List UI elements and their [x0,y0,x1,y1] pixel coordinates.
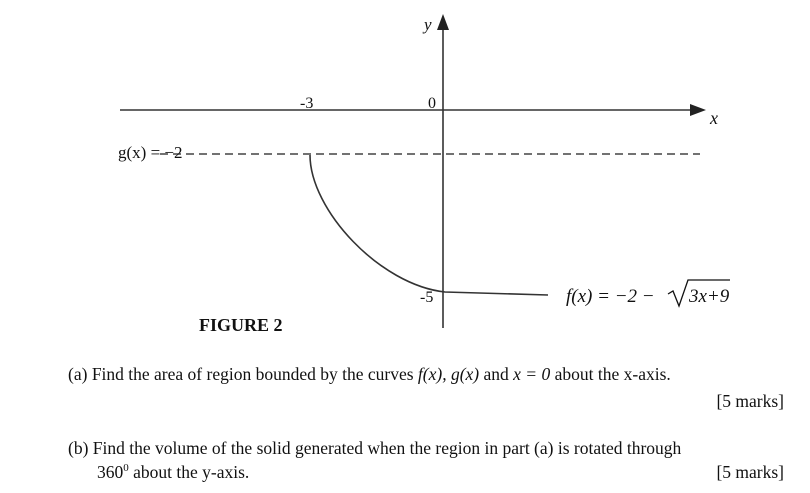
question-a-math-functions: f(x), g(x) [417,364,480,384]
x-axis-arrowhead [690,104,706,116]
question-b-degree-value: 360 [97,462,124,482]
question-a-marks: [5 marks] [716,391,784,411]
question-b-letter: (b) [68,438,89,458]
figure-caption: FIGURE 2 [199,315,283,335]
x-axis-label: x [709,108,718,128]
y-axis-label: y [422,15,432,34]
question-a-math-x0: x = 0 [513,364,551,384]
f-function-label-prefix: f(x) = −2 − [566,286,655,307]
question-b-line1: (b) Find the volume of the solid generat… [68,438,681,459]
tick-label-minus3: -3 [300,95,313,112]
question-b-line2: 3600 about the y-axis. [97,462,249,483]
tick-label-minus5: -5 [420,289,433,306]
tick-label-zero: 0 [428,95,436,112]
question-a: (a) Find the area of region bounded by t… [68,364,671,385]
figure-2-graph: y x -3 0 -5 g(x) = −2 f(x) = −2 − 3x+9 [118,14,730,328]
y-axis-arrowhead [437,14,449,30]
question-b-marks: [5 marks] [716,462,784,482]
question-b-text-line1: Find the volume of the solid generated w… [92,438,682,458]
sqrt-radical-sign [667,279,730,308]
f-function-label-radicand: 3x+9 [688,286,730,307]
question-a-letter: (a) [68,364,88,384]
question-b-degree-sup: 0 [123,462,129,475]
question-a-text-mid: and [483,364,509,384]
question-a-text-after: about the x-axis. [554,364,671,384]
g-function-label: g(x) = −2 [118,143,183,162]
f-curve [309,154,549,296]
question-b-text-line2: about the y-axis. [133,462,250,482]
question-a-text-before: Find the area of region bounded by the c… [91,364,414,384]
